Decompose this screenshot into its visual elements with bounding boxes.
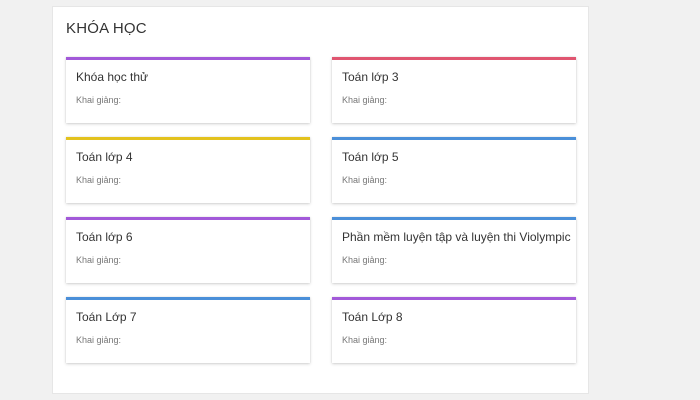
course-title: Toán lớp 6: [76, 230, 133, 244]
course-card[interactable]: Khóa học thử Khai giảng:: [66, 57, 310, 123]
course-start-label: Khai giảng:: [342, 255, 388, 265]
course-card[interactable]: Toán lớp 4 Khai giảng:: [66, 137, 310, 203]
course-card[interactable]: Toán Lớp 7 Khai giảng:: [66, 297, 310, 363]
course-title: Phần mềm luyện tập và luyện thi Violympi…: [342, 230, 571, 244]
course-title: Toán lớp 3: [342, 70, 399, 84]
section-title: KHÓA HỌC: [66, 20, 147, 37]
course-card[interactable]: Toán lớp 5 Khai giảng:: [332, 137, 576, 203]
course-title: Toán lớp 4: [76, 150, 133, 164]
course-start-label: Khai giảng:: [342, 95, 388, 105]
course-card[interactable]: Phần mềm luyện tập và luyện thi Violympi…: [332, 217, 576, 283]
course-title: Toán Lớp 7: [76, 310, 137, 324]
course-start-label: Khai giảng:: [76, 95, 122, 105]
course-title: Khóa học thử: [76, 70, 149, 84]
course-start-label: Khai giảng:: [342, 175, 388, 185]
course-card[interactable]: Toán lớp 3 Khai giảng:: [332, 57, 576, 123]
course-start-label: Khai giảng:: [76, 335, 122, 345]
course-start-label: Khai giảng:: [76, 255, 122, 265]
course-card[interactable]: Toán lớp 6 Khai giảng:: [66, 217, 310, 283]
courses-panel: KHÓA HỌC Khóa học thử Khai giảng: Toán l…: [52, 6, 589, 394]
course-grid: Khóa học thử Khai giảng: Toán lớp 3 Khai…: [66, 57, 577, 363]
course-start-label: Khai giảng:: [342, 335, 388, 345]
course-title: Toán Lớp 8: [342, 310, 403, 324]
course-start-label: Khai giảng:: [76, 175, 122, 185]
course-card[interactable]: Toán Lớp 8 Khai giảng:: [332, 297, 576, 363]
course-title: Toán lớp 5: [342, 150, 399, 164]
